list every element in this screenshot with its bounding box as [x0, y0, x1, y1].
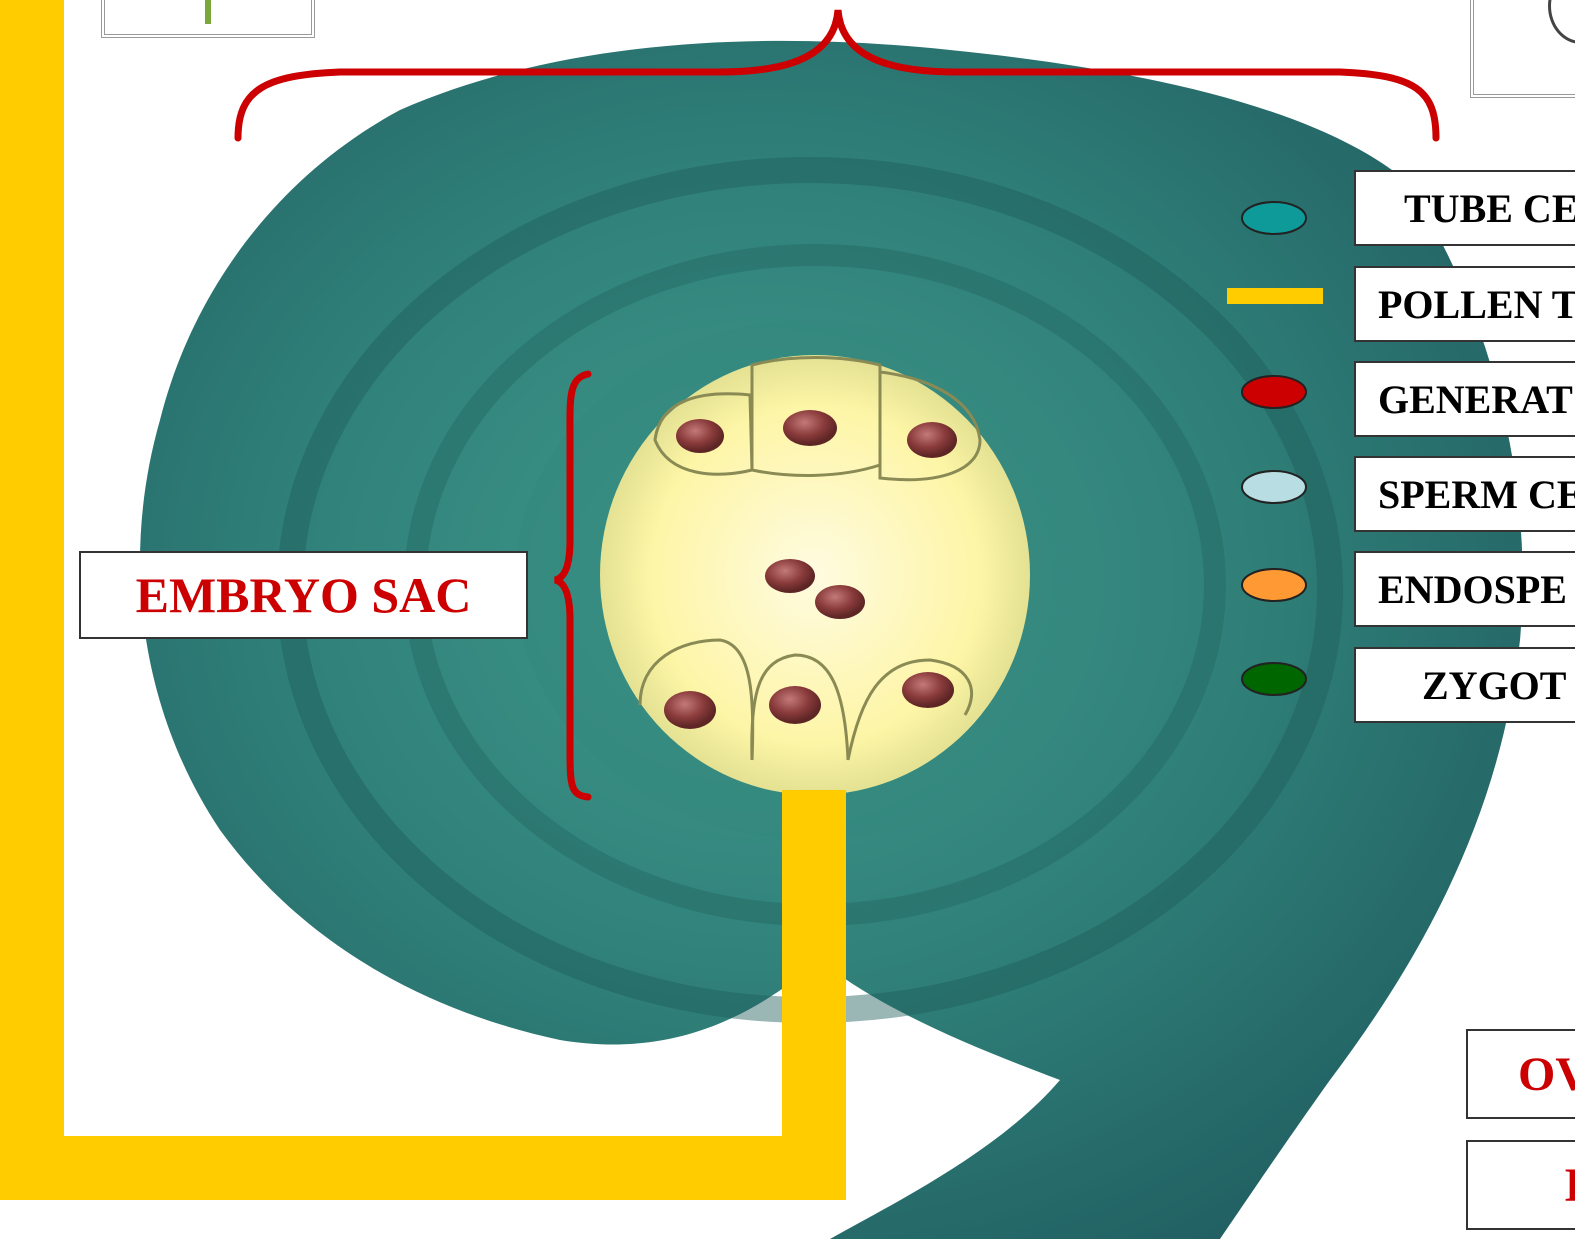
pollen-tube-marker	[1227, 288, 1323, 304]
polar-nucleus-1	[765, 559, 815, 593]
synergid-nucleus-left	[664, 691, 716, 729]
legend-tube-cell-text: TUBE CE	[1404, 185, 1575, 232]
top-left-thumbnail	[101, 0, 315, 38]
second-red-label-text: I	[1564, 1158, 1575, 1213]
legend-pollen-tube-text: POLLEN T	[1378, 281, 1575, 328]
legend-endosperm-text: ENDOSPE	[1378, 566, 1567, 613]
ovule-label: OV	[1466, 1029, 1575, 1119]
flower-icon	[1548, 0, 1575, 44]
legend-generative-cell-text: GENERAT	[1378, 376, 1573, 423]
zygote-marker	[1242, 663, 1306, 695]
tube-cell-marker	[1242, 202, 1306, 234]
second-red-label: I	[1466, 1140, 1575, 1230]
sperm-cell-marker	[1242, 471, 1306, 503]
synergid-nucleus-right	[902, 672, 954, 708]
generative-cell-marker	[1242, 376, 1306, 408]
stem-icon	[205, 0, 211, 24]
legend-endosperm: ENDOSPE	[1354, 551, 1575, 627]
legend-zygote: ZYGOT	[1354, 647, 1575, 723]
legend-tube-cell: TUBE CE	[1354, 170, 1575, 246]
legend-sperm-cell-text: SPERM CE	[1378, 471, 1575, 518]
antipodal-nucleus-1	[676, 419, 724, 453]
egg-nucleus	[769, 686, 821, 724]
legend-sperm-cell: SPERM CE	[1354, 456, 1575, 532]
embryo-sac-label: EMBRYO SAC	[79, 551, 528, 639]
antipodal-nucleus-3	[907, 422, 957, 458]
legend-generative-cell: GENERAT	[1354, 361, 1575, 437]
antipodal-nucleus-2	[783, 410, 837, 446]
top-right-thumbnail	[1470, 0, 1575, 98]
polar-nucleus-2	[815, 585, 865, 619]
endosperm-marker	[1242, 569, 1306, 601]
legend-pollen-tube: POLLEN T	[1354, 266, 1575, 342]
ovule-label-text: OV	[1518, 1047, 1575, 1102]
legend-zygote-text: ZYGOT	[1422, 662, 1566, 709]
embryo-sac-label-text: EMBRYO SAC	[136, 566, 472, 624]
